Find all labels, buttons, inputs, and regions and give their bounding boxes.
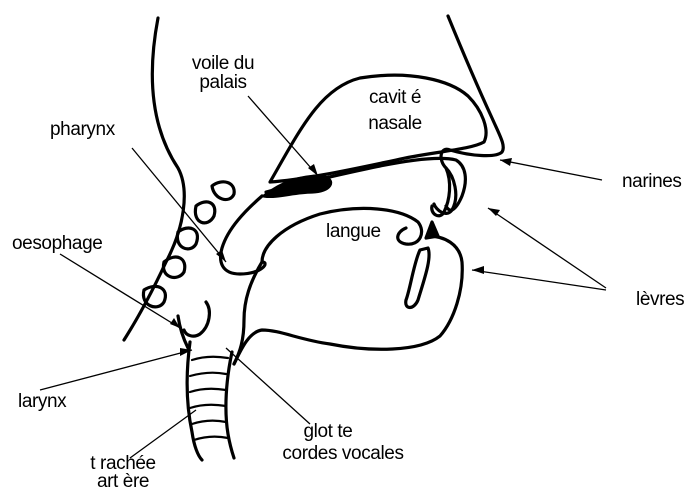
label-cordes-vocales: cordes vocales <box>258 444 428 463</box>
leader-larynx <box>40 350 192 390</box>
leader-narines <box>500 160 602 180</box>
label-pharynx: pharynx <box>50 120 115 139</box>
label-glotte: glot te <box>268 422 388 441</box>
face-profile-outline <box>434 16 503 213</box>
label-cavite-nasale-line2: nasale <box>350 114 440 133</box>
label-levres: lèvres <box>636 290 684 309</box>
larynx-front <box>234 262 262 364</box>
vertebrae <box>143 182 234 307</box>
trachea-rings <box>190 357 228 440</box>
trachea-right <box>226 352 234 458</box>
neck-back-outline <box>124 18 184 340</box>
lower-lip <box>406 248 429 308</box>
label-narines: narines <box>622 172 682 191</box>
upper-lip <box>432 168 450 216</box>
label-voile-du-palais-line1: voile du <box>178 54 268 73</box>
leader-levres-2 <box>472 270 606 290</box>
leader-levres-1 <box>488 208 606 288</box>
leader-voile <box>248 96 318 176</box>
label-cavite-nasale-line1: cavit é <box>350 88 440 107</box>
label-oesophage: oesophage <box>12 234 102 253</box>
label-trachee-line2: art ère <box>68 472 178 491</box>
epiglottis <box>184 302 209 336</box>
incisor-upper <box>426 222 438 238</box>
pharynx-wall <box>221 196 265 274</box>
label-langue: langue <box>326 222 381 241</box>
velum <box>264 176 331 196</box>
leader-glotte <box>226 348 310 424</box>
label-larynx: larynx <box>18 392 66 411</box>
label-voile-du-palais-line2: palais <box>178 73 268 92</box>
leader-trachee <box>130 410 196 458</box>
